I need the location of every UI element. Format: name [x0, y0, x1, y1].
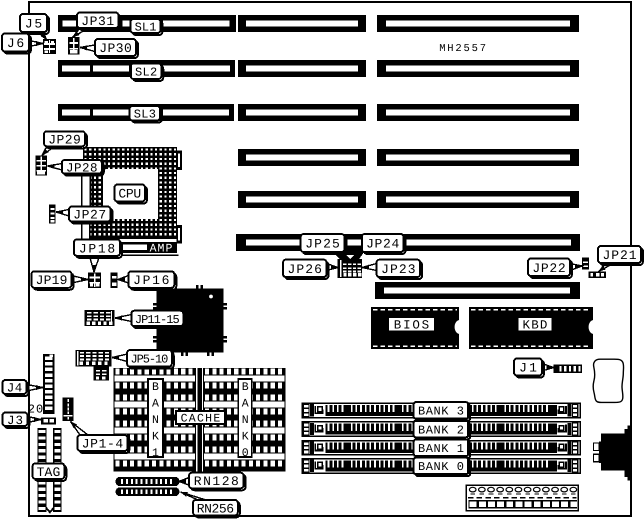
svg-text:J3: J3 — [7, 414, 24, 428]
svg-text:BANK 2: BANK 2 — [418, 423, 465, 437]
svg-text:CPU: CPU — [118, 187, 141, 202]
svg-text:N: N — [242, 414, 249, 427]
svg-text:J1: J1 — [519, 361, 539, 376]
svg-text:J6: J6 — [7, 36, 26, 51]
svg-text:JP19: JP19 — [36, 273, 68, 288]
svg-text:MH2557: MH2557 — [439, 43, 488, 55]
svg-text:BANK 0: BANK 0 — [418, 460, 465, 474]
svg-text:JP24: JP24 — [366, 237, 400, 252]
svg-text:J5: J5 — [25, 17, 44, 32]
svg-text:A: A — [242, 398, 249, 411]
svg-text:JP16: JP16 — [133, 273, 171, 288]
svg-text:A: A — [152, 398, 159, 411]
svg-text:BANK 1: BANK 1 — [418, 442, 465, 456]
svg-text:1: 1 — [152, 447, 159, 460]
svg-text:KBD: KBD — [523, 319, 549, 333]
svg-text:JP29: JP29 — [48, 132, 81, 147]
svg-text:JP23: JP23 — [381, 262, 417, 277]
svg-text:B: B — [152, 381, 159, 394]
svg-text:JP27: JP27 — [73, 208, 107, 223]
svg-text:AMP: AMP — [150, 243, 174, 256]
svg-text:RN256: RN256 — [197, 501, 234, 516]
svg-text:K: K — [242, 431, 249, 444]
svg-text:JP28: JP28 — [66, 161, 98, 175]
svg-text:SL1: SL1 — [135, 20, 157, 34]
svg-text:N: N — [152, 414, 159, 427]
svg-text:JP18: JP18 — [79, 241, 117, 256]
svg-text:B: B — [242, 381, 249, 394]
svg-text:RN128: RN128 — [194, 474, 241, 489]
svg-text:JP11-15: JP11-15 — [135, 313, 180, 327]
svg-text:BIOS: BIOS — [394, 319, 431, 333]
svg-text:BANK 3: BANK 3 — [418, 405, 465, 419]
svg-text:JP30: JP30 — [99, 41, 132, 56]
svg-text:JP25: JP25 — [305, 237, 341, 252]
svg-text:CACHE: CACHE — [181, 412, 222, 425]
svg-text:K: K — [152, 431, 159, 444]
svg-text:JP31: JP31 — [81, 14, 115, 29]
svg-text:JP5-10: JP5-10 — [131, 353, 169, 367]
svg-text:20: 20 — [28, 403, 44, 417]
svg-text:J4: J4 — [7, 382, 23, 396]
svg-text:JP26: JP26 — [288, 262, 324, 277]
svg-text:JP1-4: JP1-4 — [82, 437, 124, 452]
svg-text:TAG: TAG — [37, 465, 61, 480]
svg-text:SL3: SL3 — [134, 108, 157, 122]
svg-text:0: 0 — [242, 447, 249, 460]
svg-text:JP22: JP22 — [532, 261, 566, 276]
svg-text:SL2: SL2 — [135, 66, 158, 80]
svg-text:JP21: JP21 — [602, 248, 637, 263]
